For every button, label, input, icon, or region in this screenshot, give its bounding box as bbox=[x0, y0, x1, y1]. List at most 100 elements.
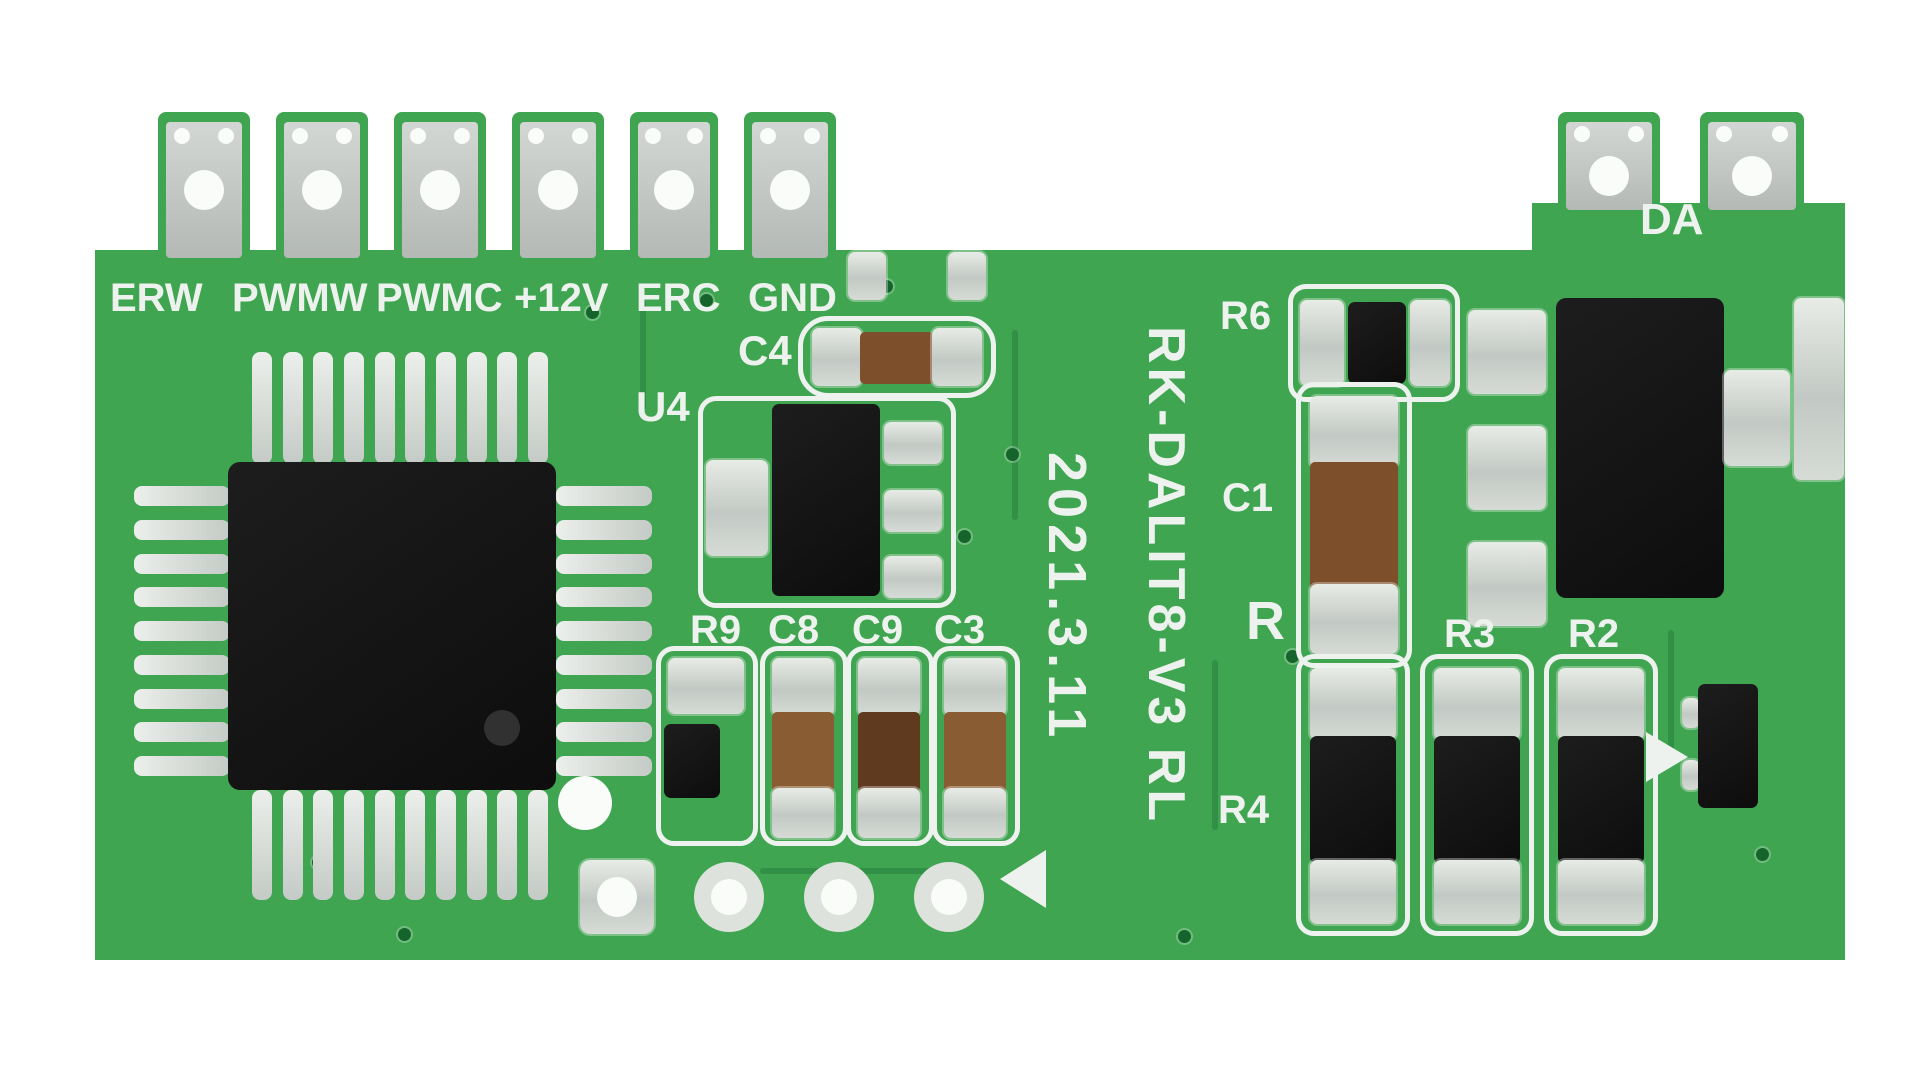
silkscreen-arrow-icon bbox=[1000, 850, 1046, 908]
copper-trace bbox=[1668, 630, 1674, 760]
plated-hole bbox=[558, 776, 612, 830]
ic-lead bbox=[252, 352, 272, 464]
round-pad bbox=[914, 862, 984, 932]
r4-terminal bbox=[1310, 860, 1396, 924]
tab-hole-small bbox=[218, 128, 234, 144]
c9-terminal bbox=[858, 658, 920, 716]
ic-lead bbox=[527, 790, 548, 900]
connector-tab-pwmw bbox=[276, 112, 368, 258]
label-pwmw: PWMW bbox=[232, 276, 368, 320]
regulator-tab-pad bbox=[1724, 370, 1790, 466]
label-pwmc: PWMC bbox=[376, 276, 503, 320]
pin1-dot bbox=[484, 710, 520, 746]
r9-silkscreen-outline bbox=[656, 646, 758, 846]
r6-terminal bbox=[1300, 300, 1344, 386]
ic-lead bbox=[374, 790, 395, 900]
label-r6: R6 bbox=[1220, 294, 1272, 338]
ic-lead bbox=[556, 486, 652, 506]
ic-lead bbox=[466, 352, 487, 464]
pcb-board-top-right-step bbox=[1532, 203, 1845, 263]
regulator-ic-body bbox=[1556, 298, 1724, 598]
r2-silkscreen-outline bbox=[1544, 654, 1658, 936]
c3-terminal bbox=[944, 658, 1006, 716]
tab-hole-small bbox=[174, 128, 190, 144]
square-pad bbox=[580, 860, 654, 934]
u4-pad-right bbox=[884, 490, 942, 532]
tab-hole-small bbox=[336, 128, 352, 144]
ic-lead bbox=[134, 587, 230, 608]
via bbox=[1178, 930, 1191, 943]
via bbox=[958, 530, 971, 543]
c8-body bbox=[772, 712, 834, 792]
copper-trace bbox=[640, 300, 646, 410]
ic-lead bbox=[313, 790, 334, 900]
label-c9: C9 bbox=[852, 608, 904, 652]
c4-body bbox=[860, 332, 934, 384]
pad bbox=[848, 252, 886, 300]
tab-hole-large bbox=[1589, 156, 1629, 196]
ic-lead bbox=[405, 790, 426, 900]
ic-lead bbox=[134, 621, 230, 641]
u4-silkscreen-outline bbox=[698, 396, 956, 608]
label-r3: R3 bbox=[1444, 612, 1496, 656]
regulator-pad bbox=[1468, 310, 1546, 394]
u4-pad-right bbox=[884, 422, 942, 464]
r2-terminal bbox=[1558, 860, 1644, 924]
c9-silkscreen-outline bbox=[846, 646, 934, 846]
label-c8: C8 bbox=[768, 608, 820, 652]
label-erw: ERW bbox=[110, 276, 203, 320]
label-c4: C4 bbox=[738, 327, 792, 374]
regulator-pad bbox=[1468, 426, 1546, 510]
tab-hole-small bbox=[292, 128, 308, 144]
label-date: 2021.3.11 bbox=[1037, 452, 1097, 744]
label-12v: +12V bbox=[514, 276, 609, 320]
connector-tab-pwmc bbox=[394, 112, 486, 258]
connector-tab-erw bbox=[158, 112, 250, 258]
r3-silkscreen-outline bbox=[1420, 654, 1534, 936]
tab-hole-small bbox=[1716, 126, 1732, 142]
ic-lead bbox=[556, 553, 652, 574]
ic-lead bbox=[405, 352, 426, 464]
tab-hole-small bbox=[804, 128, 820, 144]
connector-tab-da-2 bbox=[1700, 112, 1804, 210]
c1-silkscreen-outline bbox=[1296, 382, 1412, 668]
c4-terminal bbox=[932, 328, 982, 386]
r4-body bbox=[1310, 736, 1396, 864]
tab-hole-large bbox=[302, 170, 342, 210]
c8-terminal bbox=[772, 658, 834, 716]
c8-terminal bbox=[772, 788, 834, 838]
ic-lead bbox=[527, 352, 548, 464]
r3-body bbox=[1434, 736, 1520, 864]
ic-lead bbox=[313, 352, 334, 464]
ic-lead bbox=[343, 790, 364, 900]
ic-lead bbox=[466, 790, 487, 900]
ic-lead bbox=[134, 486, 230, 506]
via bbox=[398, 928, 411, 941]
tab-hole-small bbox=[572, 128, 588, 144]
label-c1: C1 bbox=[1222, 476, 1274, 520]
copper-trace bbox=[1212, 660, 1218, 830]
through-hole bbox=[711, 879, 747, 915]
c3-silkscreen-outline bbox=[932, 646, 1020, 846]
c9-body bbox=[858, 712, 920, 792]
edge-pad bbox=[1794, 298, 1844, 480]
ic-lead bbox=[556, 587, 652, 608]
round-pad bbox=[694, 862, 764, 932]
qfp-leads-top bbox=[252, 352, 548, 464]
ic-lead bbox=[134, 553, 230, 574]
via bbox=[586, 306, 599, 319]
small-comp-pad bbox=[1682, 698, 1700, 728]
ic-lead bbox=[556, 621, 652, 641]
r9-body bbox=[664, 724, 720, 798]
r4-silkscreen-outline bbox=[1296, 654, 1410, 936]
ic-lead bbox=[497, 352, 518, 464]
ic-lead bbox=[556, 722, 652, 743]
label-model: RK-DALIT8-V3 RL bbox=[1137, 326, 1195, 826]
tab-hole-small bbox=[1628, 126, 1644, 142]
c3-body bbox=[944, 712, 1006, 792]
tab-hole-small bbox=[1772, 126, 1788, 142]
connector-tab-da-1 bbox=[1558, 112, 1660, 210]
ic-lead bbox=[282, 352, 303, 464]
r6-terminal bbox=[1410, 300, 1450, 386]
c4-silkscreen-outline bbox=[798, 316, 996, 398]
